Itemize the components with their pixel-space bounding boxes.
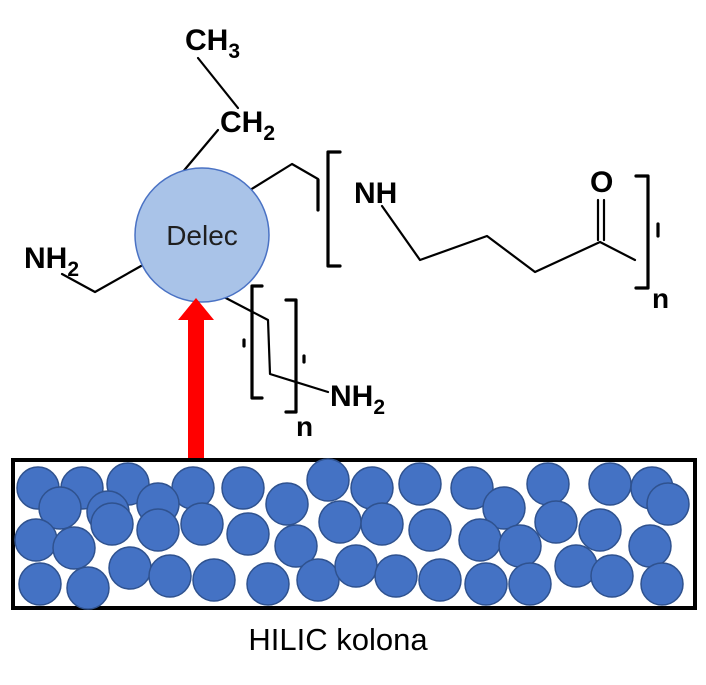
column-bead <box>334 544 378 588</box>
column-bead <box>360 502 404 546</box>
column-bead <box>408 508 452 552</box>
column-bead <box>18 562 62 606</box>
column-bead <box>192 558 236 602</box>
arrow-head <box>178 298 214 320</box>
molecule-bonds <box>60 56 637 394</box>
nh-label: NH <box>354 177 397 210</box>
bracket-lower-left <box>250 284 264 400</box>
attachment-arrow <box>178 298 214 468</box>
bracket-right <box>634 174 650 290</box>
column-bead <box>458 518 502 562</box>
delec-core-circle <box>134 167 270 303</box>
column-bead <box>265 482 309 526</box>
column-bead <box>226 512 270 556</box>
nh2-left-label: NH2 <box>24 242 79 281</box>
arrow-shaft <box>188 318 204 468</box>
column-bead <box>590 554 634 598</box>
column-bead <box>418 558 462 602</box>
bracket-left <box>326 150 342 268</box>
column-bead <box>296 558 340 602</box>
column-bead <box>554 544 598 588</box>
repeat-n-bottom: n <box>296 411 313 442</box>
column-bead <box>246 562 290 606</box>
bracket-amide-repeat <box>316 150 660 290</box>
column-bead <box>350 466 394 510</box>
column-bead <box>38 486 82 530</box>
column-bead <box>450 466 494 510</box>
column-bead <box>628 524 672 568</box>
column-bead <box>526 462 570 506</box>
bond-amide-chain <box>380 204 637 274</box>
column-bead <box>588 462 632 506</box>
column-bead <box>180 502 224 546</box>
column-bead <box>508 562 552 606</box>
column-bead <box>374 554 418 598</box>
nh2-bottom-label: NH2 <box>330 380 385 419</box>
column-bead <box>108 546 152 590</box>
oxygen-label: O <box>590 166 613 199</box>
column-bead <box>306 458 350 502</box>
column-bead <box>498 524 542 568</box>
bracket-lower-right <box>284 298 298 414</box>
column-bead <box>136 508 180 552</box>
hilic-column-beads <box>14 458 690 610</box>
bond-core-bracket-right <box>248 162 320 192</box>
column-bead <box>482 486 526 530</box>
column-bead <box>90 502 134 546</box>
column-bead <box>66 566 110 610</box>
repeat-n-right: n <box>652 283 669 314</box>
bond-core-nh2-left <box>60 264 143 294</box>
ch3-label: CH3 <box>185 24 240 63</box>
column-bead <box>148 554 192 598</box>
hilic-column-label: HILIC kolona <box>248 622 428 657</box>
column-bead <box>534 500 578 544</box>
bond-ch3-ch2 <box>196 56 240 110</box>
column-bead <box>646 482 690 526</box>
ch2-label: CH2 <box>220 106 275 145</box>
column-bead <box>464 562 508 606</box>
column-bead <box>318 500 362 544</box>
column-bead <box>221 466 265 510</box>
column-bead <box>640 562 684 606</box>
column-bead <box>398 462 442 506</box>
column-bead <box>14 518 58 562</box>
bond-core-lower-chain <box>220 294 330 394</box>
column-bead <box>578 508 622 552</box>
delec-core-label: Delec <box>166 220 238 251</box>
column-bead <box>274 524 318 568</box>
bracket-amine-repeat <box>242 284 306 414</box>
column-bead <box>52 526 96 570</box>
